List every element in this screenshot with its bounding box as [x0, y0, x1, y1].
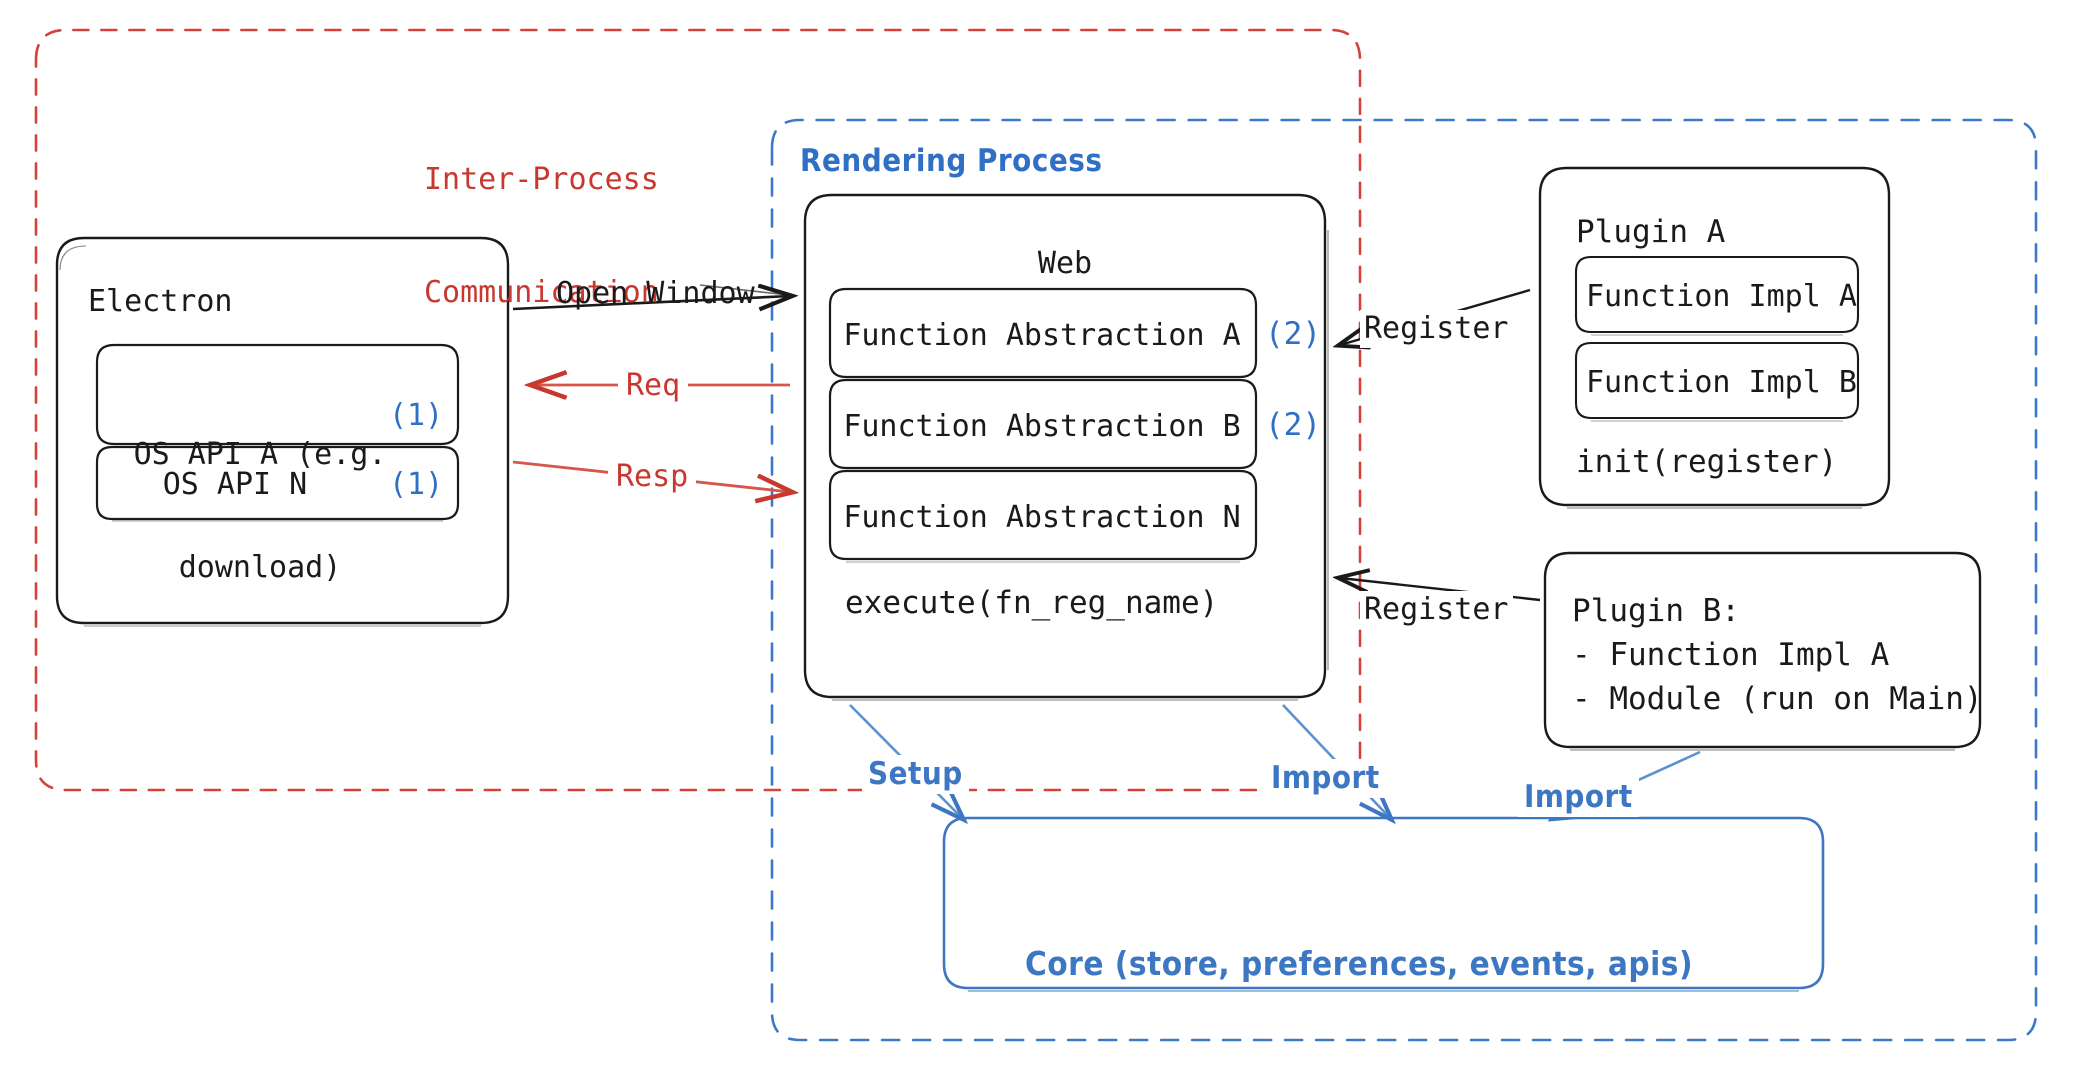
function-abstraction-n-label: Function Abstraction N: [843, 500, 1241, 535]
plugin-a-init-label: init(register): [1576, 444, 1838, 480]
function-abstraction-a-label: Function Abstraction A: [843, 318, 1241, 353]
os-api-a-marker: (1): [389, 398, 444, 433]
os-api-a-label: OS API A (e.g. download): [110, 361, 410, 661]
function-abstraction-b-label: Function Abstraction B: [843, 409, 1241, 444]
web-title: Web: [1037, 246, 1093, 281]
function-impl-a-label: Function Impl A: [1586, 279, 1857, 314]
function-abstraction-a-marker: (2): [1265, 316, 1321, 352]
edge-register-a-label: Register: [1360, 310, 1513, 348]
edge-register-b-label: Register: [1360, 591, 1513, 629]
plugin-b-line-1: - Function Impl A: [1572, 637, 1890, 673]
edge-setup-label: Setup: [862, 755, 969, 794]
web-execute-label: execute(fn_reg_name): [845, 585, 1219, 621]
edge-open-window-label: Open Window: [556, 276, 755, 311]
edge-import-plugin-label: Import: [1518, 778, 1639, 817]
ipc-group-label-line2: Communication: [424, 274, 659, 310]
plugin-b-title: Plugin B:: [1572, 593, 1740, 629]
edge-req-label: Req: [618, 367, 689, 405]
edge-resp-label: Resp: [608, 458, 697, 496]
ipc-group-label-line1: Inter-Process: [424, 162, 659, 197]
ipc-group-label: Inter-Process Communication: [424, 86, 659, 386]
function-abstraction-b-marker: (2): [1265, 407, 1321, 443]
os-api-a-label-line1: OS API A (e.g.: [133, 437, 387, 472]
core-content: Core (store, preferences, events, apis) …: [954, 850, 1764, 1066]
os-api-a-label-line2: download): [178, 549, 342, 585]
electron-title: Electron: [88, 284, 233, 319]
function-impl-b-label: Function Impl B: [1586, 365, 1857, 400]
plugin-b-line-2: - Module (run on Main): [1572, 681, 1983, 717]
core-line-1: Core (store, preferences, events, apis): [1024, 944, 1694, 984]
edge-import-web-label: Import: [1265, 759, 1386, 798]
rendering-process-label: Rendering Process: [800, 143, 1103, 179]
os-api-n-label: OS API N: [162, 467, 308, 502]
os-api-n-marker: (1): [389, 467, 444, 502]
plugin-a-title: Plugin A: [1576, 214, 1726, 250]
